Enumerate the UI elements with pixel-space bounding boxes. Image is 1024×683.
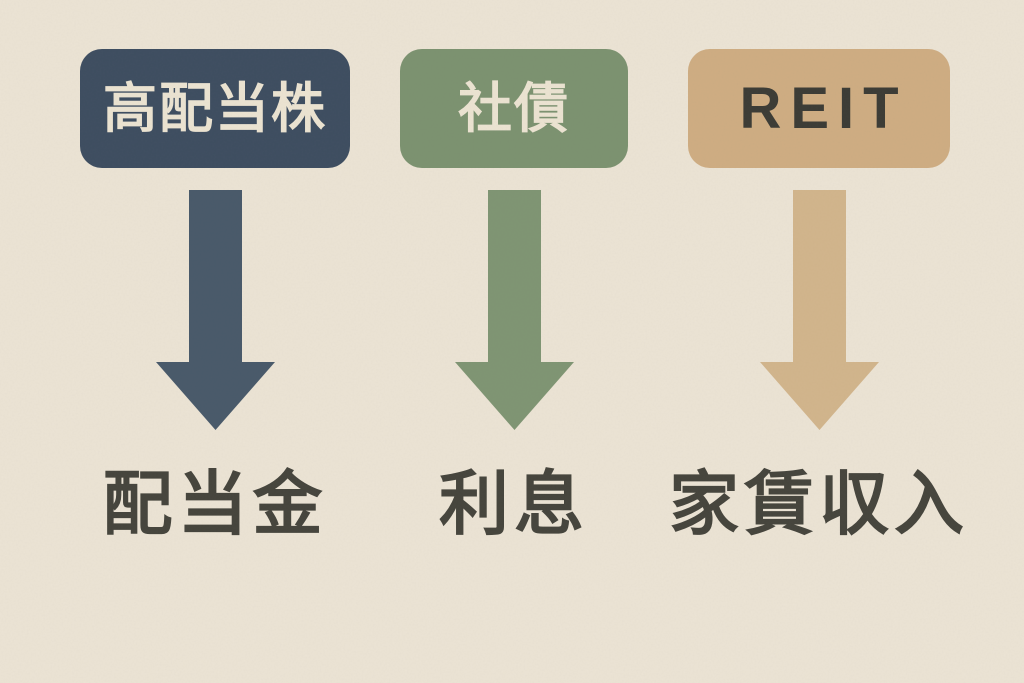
asset-box-corporate-bonds: 社債: [400, 49, 628, 168]
down-arrow-shape: [155, 190, 275, 430]
column-corporate-bonds: 社債 利息: [400, 49, 628, 543]
asset-box-label: 高配当株: [103, 78, 327, 139]
down-arrow-shape: [759, 190, 879, 430]
down-arrow-icon: [155, 190, 275, 430]
asset-box-high-dividend-stocks: 高配当株: [80, 49, 350, 168]
asset-box-reit: REIT: [688, 49, 950, 168]
down-arrow-shape: [454, 190, 574, 430]
result-label-rental-income: 家賃収入: [669, 465, 969, 543]
asset-box-label: 社債: [458, 78, 570, 139]
column-reit: REIT 家賃収入: [669, 49, 964, 543]
down-arrow-icon: [759, 190, 879, 430]
down-arrow-icon: [454, 190, 574, 430]
result-label-interest: 利息: [439, 465, 589, 543]
asset-box-label: REIT: [739, 75, 908, 141]
result-label-dividends: 配当金: [102, 465, 328, 543]
column-high-dividend-stocks: 高配当株 配当金: [80, 49, 350, 543]
